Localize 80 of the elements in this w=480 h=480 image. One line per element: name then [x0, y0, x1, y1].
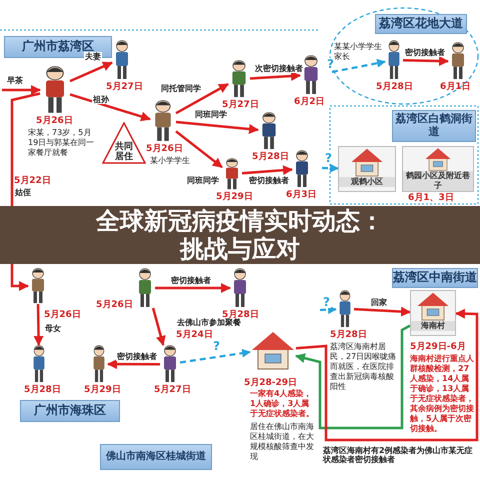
- date-label: 5月29日: [216, 192, 254, 202]
- edge-label: 密切接触者: [248, 176, 290, 185]
- date-label: 5月28日: [376, 82, 414, 92]
- date-label: 5月26日: [96, 300, 132, 310]
- arrow: [155, 283, 231, 293]
- edge-label: 回家: [370, 298, 388, 307]
- date-label: 5月29日-6月: [410, 342, 467, 352]
- date-label: 5月27日: [222, 100, 260, 110]
- edge-label: 祖孙: [92, 95, 110, 104]
- arrow: [34, 304, 44, 346]
- arrow: [242, 165, 293, 176]
- edge-label: ?: [212, 340, 221, 352]
- edge-label: 姑侄: [14, 188, 32, 197]
- triangle-sign: 共同居住: [102, 122, 146, 164]
- region-label: 荔湾区白鹤洞街道: [392, 110, 476, 142]
- edge-label: ?: [326, 58, 335, 70]
- arrow: [354, 306, 411, 317]
- edge-label: 夫妻: [84, 52, 102, 61]
- case-note: 某某小学学生家长: [334, 42, 382, 62]
- case-note: 宋某，73岁，5月19日与郭某在同一家餐厅就餐: [28, 128, 96, 158]
- edge-label: 同班同学: [186, 176, 220, 185]
- arrow: [152, 308, 166, 346]
- arrow: [70, 62, 113, 82]
- date-label: 5月28日: [24, 385, 62, 395]
- title-banner: 全球新冠病疫情实时动态：挑战与应对: [0, 206, 480, 264]
- community-name: 鹤园小区及附近巷子: [403, 171, 473, 191]
- date-label: 5月26日: [44, 310, 81, 320]
- arrow: [250, 71, 301, 82]
- edge-label: 密切接触者: [116, 352, 158, 361]
- arrow: [176, 120, 259, 134]
- case-note: 海南村进行重点人群核酸检测，27人感染，14人属于确诊，13人属于无症状感染者，其余病例为密切接触，5人属于次密切接触。: [410, 354, 474, 434]
- arrow: [175, 130, 223, 168]
- region-label: 佛山市南海区桂城街道: [100, 444, 212, 470]
- arrow: [180, 348, 251, 364]
- date-label: 5月24日: [176, 330, 213, 340]
- case-note: 一家有4人感染，1人确诊，3人属于无症状感染者。: [250, 389, 315, 419]
- edge-label: 同班同学: [194, 110, 228, 119]
- date-label: 5月29日: [84, 385, 122, 395]
- arrow: [322, 164, 339, 173]
- community-card: [410, 290, 456, 336]
- date-label: 5月26日: [36, 116, 74, 126]
- arrow: [2, 85, 41, 95]
- case-note: 荔湾区海南村居民，27日因喉咙痛而就医，在医院排查出新冠病毒核酸阳性: [330, 342, 398, 392]
- date-label: 5月27日: [106, 82, 144, 92]
- date-label: 6月1日: [440, 82, 472, 92]
- edge-label: 密切接触者: [170, 276, 212, 285]
- edge-label: 同托管同学: [160, 84, 202, 93]
- edge-label: 密切接触者: [404, 48, 446, 57]
- edge-label: 次密切接触者: [254, 64, 304, 73]
- edge-label: ?: [324, 152, 333, 164]
- region-label: 荔湾区花地大道: [375, 14, 467, 34]
- date-label: 6月2日: [294, 97, 326, 107]
- case-note: 居住在佛山市南海区桂城街道，在大规模核酸筛查中发现: [250, 422, 315, 462]
- arrow: [332, 58, 386, 74]
- date-label: 5月22日: [14, 176, 51, 186]
- edge-label: 早茶: [6, 76, 24, 85]
- community-name: 海南村: [411, 321, 455, 331]
- region-label: 荔湾区中南街道: [392, 268, 478, 288]
- community-card: [402, 146, 474, 192]
- date-label: 6月1、3日: [408, 193, 455, 203]
- date-label: 5月27日: [154, 385, 192, 395]
- date-label: 5月28日: [330, 330, 368, 340]
- case-note: 某小学学生: [150, 156, 191, 166]
- date-label: 5月28日: [252, 152, 290, 162]
- arrow: [70, 93, 151, 122]
- arrow: [402, 56, 449, 66]
- edge-label: 去佛山市参加聚餐: [176, 318, 242, 327]
- date-label: 5月28-29日: [244, 378, 298, 388]
- date-label: 5月26日: [146, 144, 184, 154]
- arrow: [175, 83, 229, 114]
- arrow: [107, 359, 160, 370]
- community-name: 观鹤小区: [339, 177, 395, 187]
- arrow: [296, 308, 478, 442]
- arrow: [320, 305, 337, 314]
- date-label: 6月3日: [286, 190, 318, 200]
- community-card: [338, 146, 396, 192]
- edge-label: ?: [322, 296, 331, 308]
- arrow: [295, 324, 411, 430]
- edge-label: 母女: [44, 324, 62, 333]
- region-label: 广州市海珠区: [20, 400, 120, 422]
